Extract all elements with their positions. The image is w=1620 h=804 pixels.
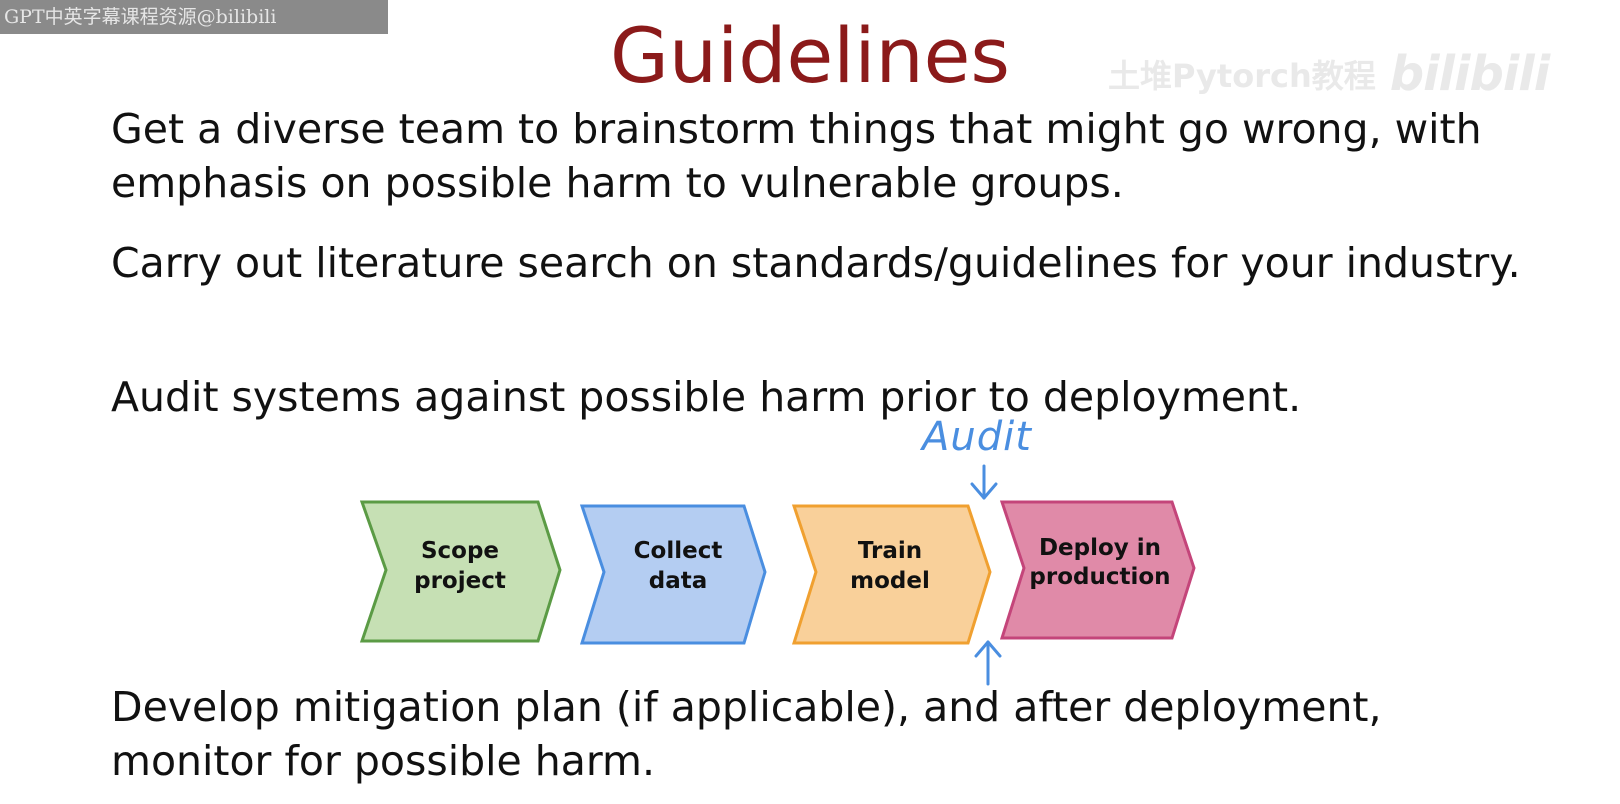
chevron-shape [791,504,992,645]
audit-label: Audit [922,414,1032,460]
step-label-line2: data [649,568,708,594]
watermark-top-right: 土堆Pytorch教程 bilibili [1108,44,1550,104]
chevron-shape [999,500,1196,640]
chevron-shape [359,500,562,643]
slide-title: Guidelines [610,11,1010,100]
watermark-text: 土堆Pytorch教程 [1108,57,1376,95]
step-deploy-in-production: Deploy in production [999,500,1196,640]
step-label-line1: Train [858,538,922,564]
watermark-top-left: GPT中英字幕课程资源@bilibili [0,0,388,34]
audit-arrow-up-icon [974,640,1002,686]
step-collect-data: Collect data [579,504,767,645]
guideline-diverse-team: Get a diverse team to brainstorm things … [111,105,1482,207]
audit-arrow-down-icon [970,464,998,500]
chevron-shape [579,504,767,645]
bilibili-logo-icon: bilibili [1389,46,1550,102]
step-scope-project: Scope project [359,500,562,643]
guideline-audit-systems: Audit systems against possible harm prio… [111,373,1302,421]
step-label-line1: Deploy in [1039,535,1161,561]
guideline-literature-search: Carry out literature search on standards… [111,239,1521,287]
step-label-line2: project [414,568,506,594]
guideline-mitigation-plan: Develop mitigation plan (if applicable),… [111,683,1382,785]
step-train-model: Train model [791,504,992,645]
step-label-line2: model [850,568,930,594]
step-label-line1: Collect [634,538,723,564]
step-label-line2: production [1029,564,1170,590]
step-label-line1: Scope [421,538,499,564]
